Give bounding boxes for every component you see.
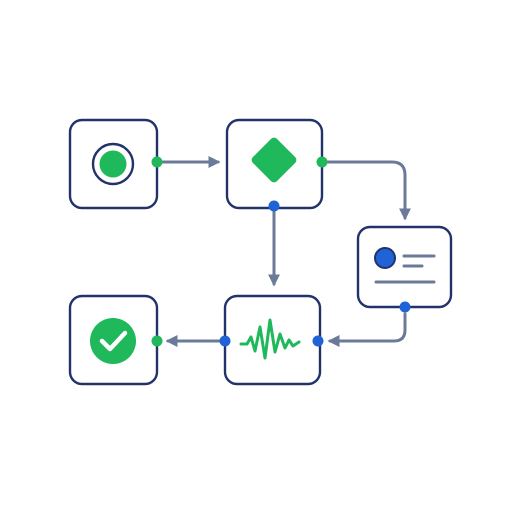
node-complete[interactable]	[68, 294, 163, 386]
connectors	[161, 156, 411, 347]
checkmark-circle-icon	[90, 318, 136, 364]
decision-diamond-icon	[251, 137, 297, 183]
port-start-out	[151, 156, 163, 168]
waveform-icon	[239, 318, 301, 360]
port-signal-out-left	[219, 335, 231, 347]
edge-data-card-to-signal	[327, 312, 407, 347]
start-circle-icon	[91, 142, 135, 186]
port-decision-out-bottom	[268, 200, 280, 212]
profile-card-icon	[374, 247, 436, 284]
port-signal-in-right	[312, 335, 324, 347]
port-complete-in	[151, 335, 163, 347]
node-decision[interactable]	[225, 118, 328, 212]
node-data-card[interactable]	[356, 225, 453, 313]
port-data-card-out	[399, 301, 411, 313]
node-signal[interactable]	[219, 294, 324, 386]
node-start[interactable]	[68, 118, 163, 210]
edge-decision-to-data-card	[326, 160, 411, 221]
port-decision-out-right	[316, 156, 328, 168]
